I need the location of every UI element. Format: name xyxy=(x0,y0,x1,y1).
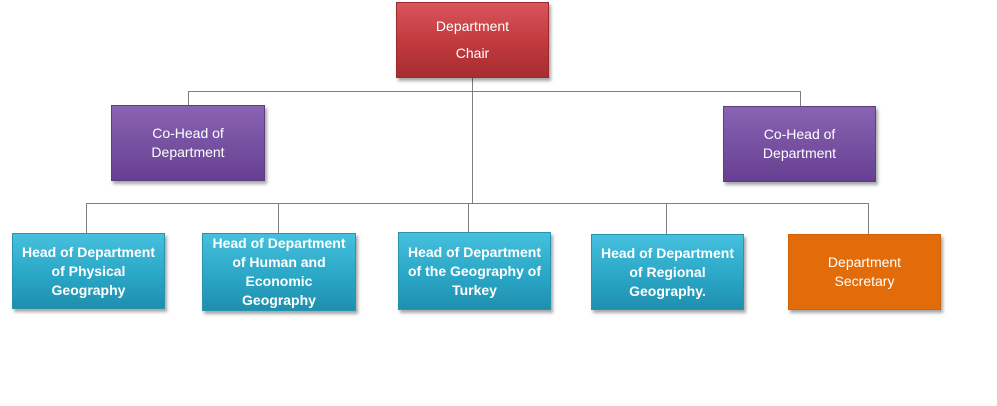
head-human-economic-geography-box: Head of Department of Human and Economic… xyxy=(202,233,356,311)
head-regional-geography-label: Head of Department of Regional Geography… xyxy=(600,244,735,299)
head-regional-geography-box: Head of Department of Regional Geography… xyxy=(591,234,744,310)
co-head-right-label: Co-Head of Department xyxy=(762,126,837,161)
co-head-right-box: Co-Head of Department xyxy=(723,106,876,182)
department-chair-box: Department Chair xyxy=(396,2,549,78)
co-head-left-label: Co-Head of Department xyxy=(151,125,225,160)
department-secretary-box: Department Secretary xyxy=(788,234,941,310)
co-head-left-box: Co-Head of Department xyxy=(111,105,265,181)
department-chair-line2: Chair xyxy=(455,45,490,61)
head-physical-geography-box: Head of Department of Physical Geography xyxy=(12,233,165,309)
department-chair-line1: Department xyxy=(435,18,510,34)
head-physical-geography-label: Head of Department of Physical Geography xyxy=(21,243,156,298)
department-secretary-label: Department Secretary xyxy=(827,254,902,289)
head-geography-of-turkey-box: Head of Department of the Geography of T… xyxy=(398,232,551,310)
head-human-economic-geography-label: Head of Department of Human and Economic… xyxy=(212,235,346,308)
head-geography-of-turkey-label: Head of Department of the Geography of T… xyxy=(407,243,542,298)
